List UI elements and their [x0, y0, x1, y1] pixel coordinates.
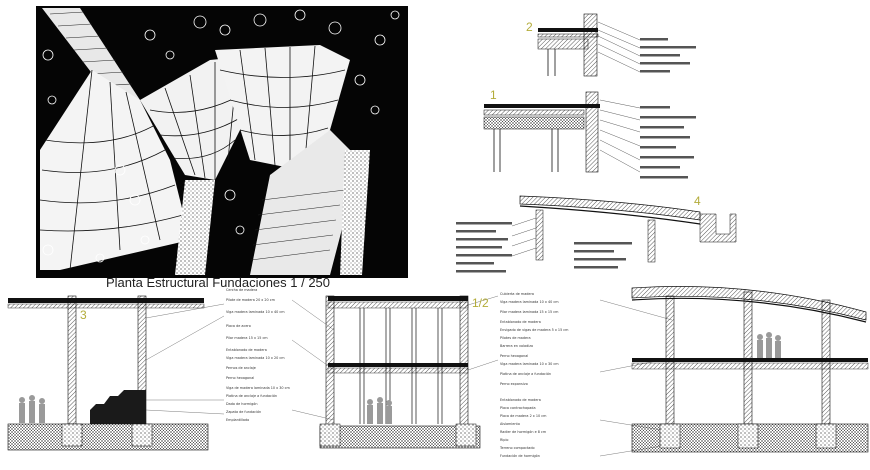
annotation-right: Terreno compactado: [500, 446, 535, 450]
annotation-mid: Emplantillado: [226, 418, 250, 422]
annotation-mid: Pernos de anclaje: [226, 366, 256, 370]
annotation-mid: Viga madera laminada 10 x 40 cm: [226, 310, 285, 314]
annotation-right: Entablonado de madera: [500, 398, 541, 402]
annotation-right: Cubierta de madera: [500, 292, 534, 296]
annotation-right: Aislamiento: [500, 422, 520, 426]
annotation-right: Placa de madera 2 x 10 cm: [500, 414, 547, 418]
annotation-mid: Platina de anclaje a fundación: [226, 394, 278, 398]
annotation-right: Viga madera laminada 10 x 40 cm: [500, 300, 559, 304]
annotation-mid: Viga de madera laminada 10 x 30 cm: [226, 386, 290, 390]
annotation-right: Ripio: [500, 438, 509, 442]
annotation-mid: Entablonado de madera: [226, 348, 267, 352]
annotation-mid: Placa de acero: [226, 324, 251, 328]
annotation-right: Placa contrachapada: [500, 406, 536, 410]
annotation-mid: Pilar madera 15 x 15 cm: [226, 336, 268, 340]
annotation-right: Platina de anclaje a fundación: [500, 372, 552, 376]
detail-number-4: 4: [694, 194, 701, 208]
annotation-right: Pilar madera laminada 15 x 15 cm: [500, 310, 559, 314]
annotation-right: Pilotes de madera: [500, 336, 531, 340]
annotation-mid: Zapata de fundación: [226, 410, 262, 414]
detail-4-notes: [456, 222, 632, 273]
annotation-right: Perno expansivo: [500, 382, 528, 386]
annotation-right: Barrera en voladizo: [500, 344, 534, 348]
detail-4-section: [511, 195, 737, 263]
annotation-right: Entablonado de madera: [500, 320, 541, 324]
annotation-right: Perno hexagonal: [500, 354, 529, 358]
annotation-right: Fundación de hormigón: [500, 454, 540, 458]
detail-number-1: 1: [490, 88, 497, 102]
annotation-mid: Dado de hormigón: [226, 402, 258, 406]
detail-notes-top: [640, 38, 696, 179]
annotation-mid: Viga madera laminada 10 x 20 cm: [226, 356, 285, 360]
annotation-right: Radier de hormigón e 8 cm: [500, 430, 547, 434]
leader-lines: [145, 295, 673, 457]
section-3-elevation: [7, 295, 209, 451]
annotation-mid: Perno hexagonal: [226, 376, 255, 380]
annotation-right: Envigado de vigas de madera 5 x 15 cm: [500, 328, 569, 332]
annotation-right: Viga madera laminada 10 x 30 cm: [500, 362, 559, 366]
detail-number-1-2: 1/2: [472, 296, 489, 310]
annotation-mid: Cercha de madera: [226, 288, 258, 292]
section-right-elevation: [631, 286, 869, 453]
detail-number-3: 3: [80, 308, 87, 322]
detail-1-section: [483, 91, 641, 173]
detail-number-2: 2: [526, 20, 533, 34]
section-1-2-elevation: [319, 295, 481, 449]
plan-title: Planta Estructural Fundaciones 1 / 250: [106, 275, 331, 290]
annotation-mid: Pilote de madera 20 x 20 cm: [226, 298, 275, 302]
detail-2-section: [537, 13, 641, 77]
site-plan: [36, 6, 408, 278]
